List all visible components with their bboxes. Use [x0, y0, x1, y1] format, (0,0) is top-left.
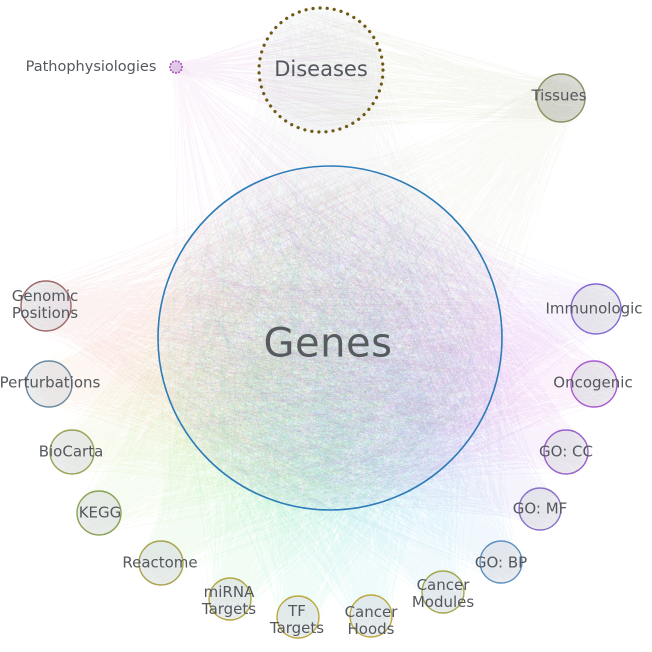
edge-bundle-genomic_positions--genes — [21, 170, 501, 511]
node-label-perturbations[interactable]: Perturbations — [0, 373, 101, 392]
node-circle-mirna_targets[interactable] — [208, 577, 252, 621]
edge-bundle-tissues--diseases — [264, 11, 585, 130]
node-circle-go_cc[interactable] — [543, 429, 589, 475]
node-label-cancer-modules[interactable]: Cancer Modules — [411, 576, 475, 611]
edge-bundle-diseases--genes — [161, 9, 500, 510]
node-circle-cancer_hoods[interactable] — [349, 594, 393, 638]
node-circle-reactome[interactable] — [138, 540, 184, 586]
node-circle-tissues[interactable] — [536, 73, 586, 123]
node-label-go-mf[interactable]: GO: MF — [512, 499, 568, 518]
node-circle-tf_targets[interactable] — [276, 595, 320, 639]
edge-bundle-go_mf--genes — [163, 170, 561, 531]
node-circle-genes[interactable] — [157, 165, 503, 511]
node-label-genes[interactable]: Genes — [263, 320, 393, 367]
node-label-biocarta[interactable]: BioCarta — [38, 442, 104, 461]
node-label-reactome[interactable]: Reactome — [122, 553, 198, 572]
edge-bundle-go_cc--genes — [161, 170, 588, 495]
edge-bundle-tf_targets--genes — [161, 174, 502, 638]
node-circle-go_bp[interactable] — [479, 540, 523, 584]
node-label-tissues[interactable]: Tissues — [531, 86, 587, 105]
node-label-kegg[interactable]: KEGG — [78, 503, 122, 522]
edge-bundle-mirna_targets--genes — [161, 172, 498, 620]
node-label-pathophysiologies[interactable]: Pathophysiologies — [25, 58, 157, 75]
edge-bundle-biocarta--genes — [50, 168, 498, 501]
node-label-cancer-hoods[interactable]: Cancer Hoods — [344, 603, 398, 638]
edge-bundle-go_bp--genes — [162, 169, 520, 582]
edge-bundle-perturbations--genes — [26, 169, 497, 504]
node-circle-go_mf[interactable] — [518, 487, 562, 531]
node-label-go-bp[interactable]: GO: BP — [474, 553, 528, 572]
node-circle-immunologic[interactable] — [570, 283, 622, 335]
node-circle-biocarta[interactable] — [49, 429, 95, 475]
node-circle-diseases[interactable] — [257, 6, 385, 134]
node-label-diseases[interactable]: Diseases — [274, 57, 368, 82]
node-circle-kegg[interactable] — [76, 490, 122, 536]
node-circle-oncogenic[interactable] — [570, 360, 618, 408]
node-circle-perturbations[interactable] — [25, 360, 73, 408]
edge-bundle-pathophysiologies--genes — [170, 60, 496, 485]
edge-bundle-cancer_modules--genes — [160, 169, 501, 613]
node-label-genomic-positions[interactable]: Genomic Positions — [11, 287, 79, 322]
node-label-immunologic[interactable]: Immunologic — [545, 299, 643, 318]
node-label-tf-targets[interactable]: TF Targets — [269, 602, 325, 637]
edge-bundles — [21, 9, 620, 638]
edge-bundle-reactome--genes — [139, 169, 483, 585]
edge-bundle-immunologic--genes — [160, 177, 620, 506]
edge-bundle-tissues--genes — [162, 74, 585, 508]
edge-bundle-oncogenic--genes — [158, 171, 617, 506]
node-circle-pathophysiologies[interactable] — [169, 60, 183, 74]
node-circle-genomic_positions[interactable] — [20, 280, 72, 332]
node-label-go-cc[interactable]: GO: CC — [539, 442, 593, 461]
edge-bundle-kegg--genes — [77, 169, 491, 535]
node-label-mirna-targets[interactable]: miRNA Targets — [201, 583, 257, 618]
node-circle-cancer_modules[interactable] — [421, 570, 465, 614]
node-label-oncogenic[interactable]: Oncogenic — [553, 373, 633, 392]
